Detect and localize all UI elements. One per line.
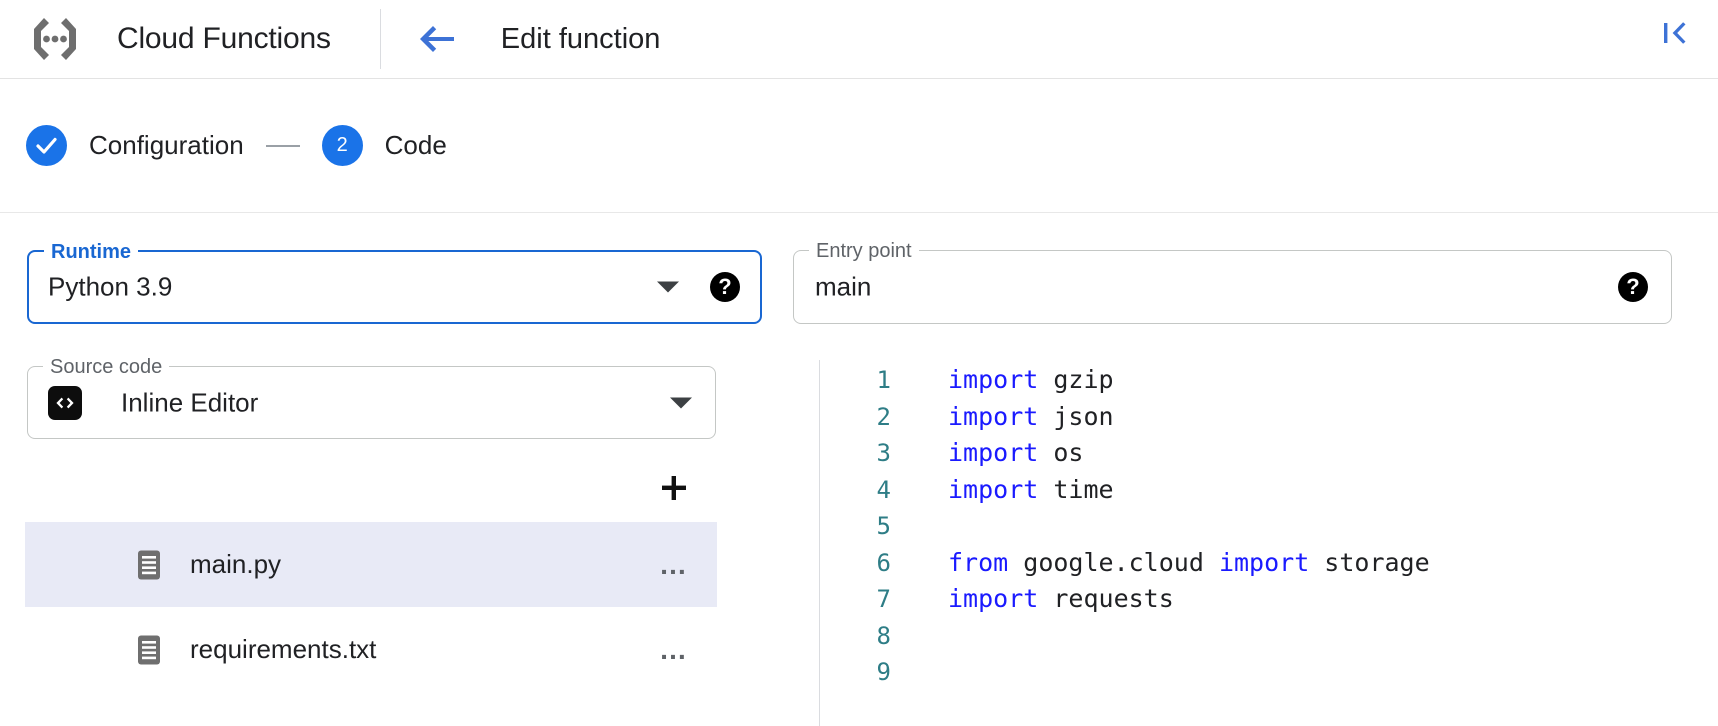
cloud-functions-logo-icon bbox=[27, 11, 83, 67]
line-number: 5 bbox=[876, 512, 891, 540]
code-line: 3 import os bbox=[835, 435, 1695, 472]
code-keyword: import bbox=[948, 474, 1039, 504]
code-keyword: import bbox=[948, 584, 1039, 613]
line-number: 4 bbox=[876, 475, 891, 504]
chevron-down-icon[interactable] bbox=[657, 281, 679, 293]
code-line-text: from google.cloud import storage bbox=[948, 545, 1430, 582]
page-title: Edit function bbox=[500, 22, 661, 55]
wizard-stepper: Configuration 2 Code bbox=[0, 79, 1718, 213]
arrow-left-icon[interactable] bbox=[417, 19, 457, 59]
entry-point-label: Entry point bbox=[809, 238, 919, 264]
code-line: 8 bbox=[835, 618, 1695, 655]
code-identifier: requests bbox=[1038, 584, 1174, 613]
file-list-item-requirements-txt[interactable]: requirements.txt … bbox=[25, 607, 717, 692]
step-marker-configuration bbox=[26, 125, 67, 166]
entry-point-help-icon[interactable]: ? bbox=[1618, 272, 1648, 302]
line-number: 6 bbox=[876, 548, 891, 577]
file-document-icon bbox=[135, 549, 163, 581]
product-title: Cloud Functions bbox=[117, 22, 331, 55]
file-name: main.py bbox=[190, 549, 282, 579]
code-keyword: import bbox=[1218, 547, 1310, 577]
file-overflow-menu-icon[interactable]: … bbox=[659, 633, 689, 665]
step-configuration[interactable]: Configuration bbox=[26, 125, 244, 166]
code-line-text: import json bbox=[948, 399, 1114, 436]
code-line: 4 import time bbox=[835, 472, 1695, 509]
runtime-value: Python 3.9 bbox=[48, 271, 173, 302]
code-brackets-icon bbox=[48, 385, 82, 420]
code-identifier: json bbox=[1038, 401, 1114, 431]
line-number: 8 bbox=[876, 621, 891, 650]
code-identifier: google.cloud bbox=[1008, 547, 1219, 577]
inline-code-editor[interactable]: 1 import gzip 2 import json 3 import os 4 impor… bbox=[835, 362, 1695, 726]
code-line: 1 import gzip bbox=[835, 362, 1695, 399]
pane-divider bbox=[819, 360, 820, 726]
code-step-body: Runtime Python 3.9 ? Entry point main ? … bbox=[0, 214, 1718, 726]
code-line-text: import gzip bbox=[948, 362, 1114, 399]
file-overflow-menu-icon[interactable]: … bbox=[659, 548, 689, 580]
code-line-text: import time bbox=[948, 472, 1114, 509]
code-line: 9 bbox=[835, 654, 1695, 691]
code-line: 5 bbox=[835, 508, 1695, 545]
code-line-text: import requests bbox=[948, 581, 1174, 618]
code-line: 2 import json bbox=[835, 399, 1695, 436]
runtime-label: Runtime bbox=[44, 239, 138, 265]
line-number: 3 bbox=[876, 439, 891, 467]
code-keyword: import bbox=[948, 438, 1039, 467]
entry-point-input[interactable]: Entry point main bbox=[793, 238, 1672, 324]
code-line: 7 import requests bbox=[835, 581, 1695, 618]
runtime-help-icon[interactable]: ? bbox=[710, 272, 740, 302]
file-list-item-main-py[interactable]: main.py … bbox=[25, 522, 717, 607]
file-name: requirements.txt bbox=[190, 634, 377, 664]
code-keyword: from bbox=[948, 547, 1009, 577]
line-number: 2 bbox=[876, 402, 891, 431]
runtime-select[interactable]: Runtime Python 3.9 bbox=[27, 239, 762, 324]
line-number: 9 bbox=[876, 658, 891, 686]
line-number: 7 bbox=[876, 585, 891, 613]
entry-point-value: main bbox=[815, 271, 872, 302]
file-toolbar bbox=[27, 462, 716, 518]
source-code-value: Inline Editor bbox=[121, 387, 259, 417]
code-identifier: time bbox=[1038, 474, 1114, 504]
code-identifier: gzip bbox=[1038, 365, 1114, 394]
step-code[interactable]: 2 Code bbox=[321, 125, 447, 166]
app-bar: Cloud Functions Edit function bbox=[0, 0, 1718, 79]
add-file-icon[interactable] bbox=[654, 468, 694, 508]
check-icon bbox=[36, 137, 57, 154]
step-label-code: Code bbox=[384, 130, 447, 160]
code-identifier: os bbox=[1038, 438, 1084, 467]
code-keyword: import bbox=[948, 401, 1039, 431]
code-identifier: storage bbox=[1309, 547, 1430, 577]
source-file-list: main.py … requirements.txt … bbox=[25, 522, 717, 692]
step-marker-code: 2 bbox=[321, 125, 363, 166]
step-label-configuration: Configuration bbox=[89, 130, 244, 160]
collapse-panel-icon[interactable] bbox=[1654, 12, 1696, 54]
code-line: 6 from google.cloud import storage bbox=[835, 545, 1695, 582]
code-keyword: import bbox=[948, 365, 1039, 394]
line-number: 1 bbox=[876, 366, 891, 394]
chevron-down-icon[interactable] bbox=[670, 397, 692, 408]
appbar-divider bbox=[379, 9, 381, 69]
step-connector bbox=[265, 144, 300, 147]
file-document-icon bbox=[135, 634, 163, 666]
code-line-text: import os bbox=[948, 435, 1083, 472]
source-code-label: Source code bbox=[43, 354, 170, 380]
source-code-select[interactable]: Source code Inline Editor bbox=[27, 354, 716, 439]
